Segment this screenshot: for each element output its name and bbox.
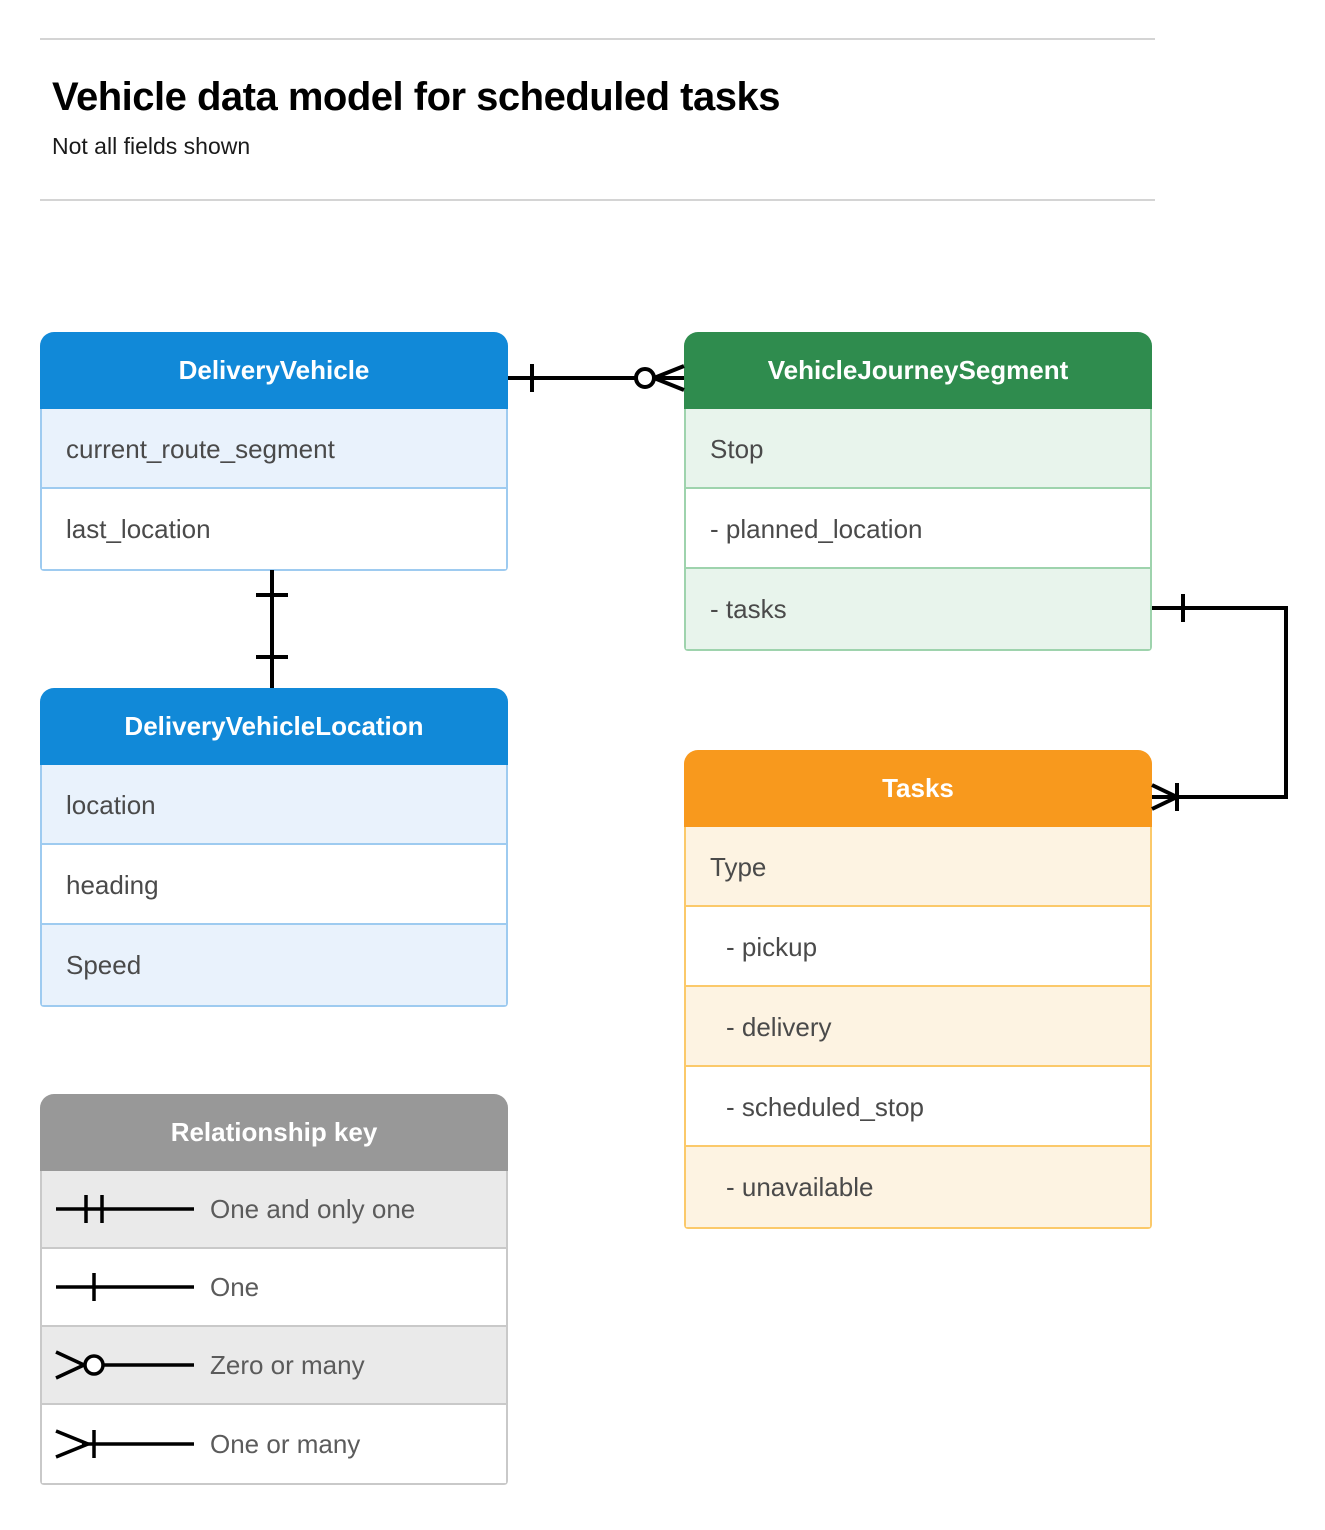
legend-item-label: One (210, 1271, 260, 1302)
legend-item: One (42, 1249, 506, 1327)
entity-field-row: last_location (42, 489, 506, 569)
entity-tasks[interactable]: Tasks Type - pickup - delivery - schedul… (684, 750, 1152, 1229)
entity-field-list: Stop - planned_location - tasks (684, 409, 1152, 651)
entity-title: DeliveryVehicleLocation (40, 688, 508, 765)
entity-field-row: Speed (42, 925, 506, 1005)
page-subtitle: Not all fields shown (52, 133, 251, 159)
one-and-only-one-icon (42, 1189, 210, 1229)
entity-field-list: location heading Speed (40, 765, 508, 1007)
entity-field-list: Type - pickup - delivery - scheduled_sto… (684, 827, 1152, 1229)
entity-title: Tasks (684, 750, 1152, 827)
legend-title: Relationship key (40, 1094, 508, 1171)
entity-field-row: - scheduled_stop (686, 1067, 1150, 1147)
entity-field-list: current_route_segment last_location (40, 409, 508, 571)
one-or-many-icon (42, 1424, 210, 1464)
entity-vehicle-journey-segment[interactable]: VehicleJourneySegment Stop - planned_loc… (684, 332, 1152, 651)
page-title: Vehicle data model for scheduled tasks (52, 75, 780, 119)
relationship-key-legend: Relationship key One and only one (40, 1094, 508, 1485)
entity-delivery-vehicle-location[interactable]: DeliveryVehicleLocation location heading… (40, 688, 508, 1007)
header-bottom-rule (40, 199, 1155, 201)
legend-item-label: One or many (210, 1428, 361, 1459)
entity-delivery-vehicle[interactable]: DeliveryVehicle current_route_segment la… (40, 332, 508, 571)
legend-item: Zero or many (42, 1327, 506, 1405)
entity-field-row: heading (42, 845, 506, 925)
legend-item: One and only one (42, 1171, 506, 1249)
header-top-rule (40, 38, 1155, 40)
legend-item: One or many (42, 1405, 506, 1483)
entity-field-row: - pickup (686, 907, 1150, 987)
one-icon (42, 1267, 210, 1307)
entity-field-row: - delivery (686, 987, 1150, 1067)
connector-vehicle-to-vehicle-location (256, 570, 288, 688)
legend-item-label: Zero or many (210, 1349, 365, 1380)
entity-field-row: - planned_location (686, 489, 1150, 569)
entity-title: DeliveryVehicle (40, 332, 508, 409)
connector-journey-segment-to-tasks (1151, 594, 1288, 811)
entity-field-row: Type (686, 827, 1150, 907)
entity-title: VehicleJourneySegment (684, 332, 1152, 409)
legend-item-label: One and only one (210, 1193, 416, 1224)
entity-field-row: Stop (686, 409, 1150, 489)
entity-field-row: - unavailable (686, 1147, 1150, 1227)
connector-vehicle-to-journey-segment (508, 364, 685, 392)
zero-or-many-icon (42, 1345, 210, 1385)
entity-field-row: location (42, 765, 506, 845)
legend-row-list: One and only one One (40, 1171, 508, 1485)
entity-field-row: - tasks (686, 569, 1150, 649)
entity-field-row: current_route_segment (42, 409, 506, 489)
